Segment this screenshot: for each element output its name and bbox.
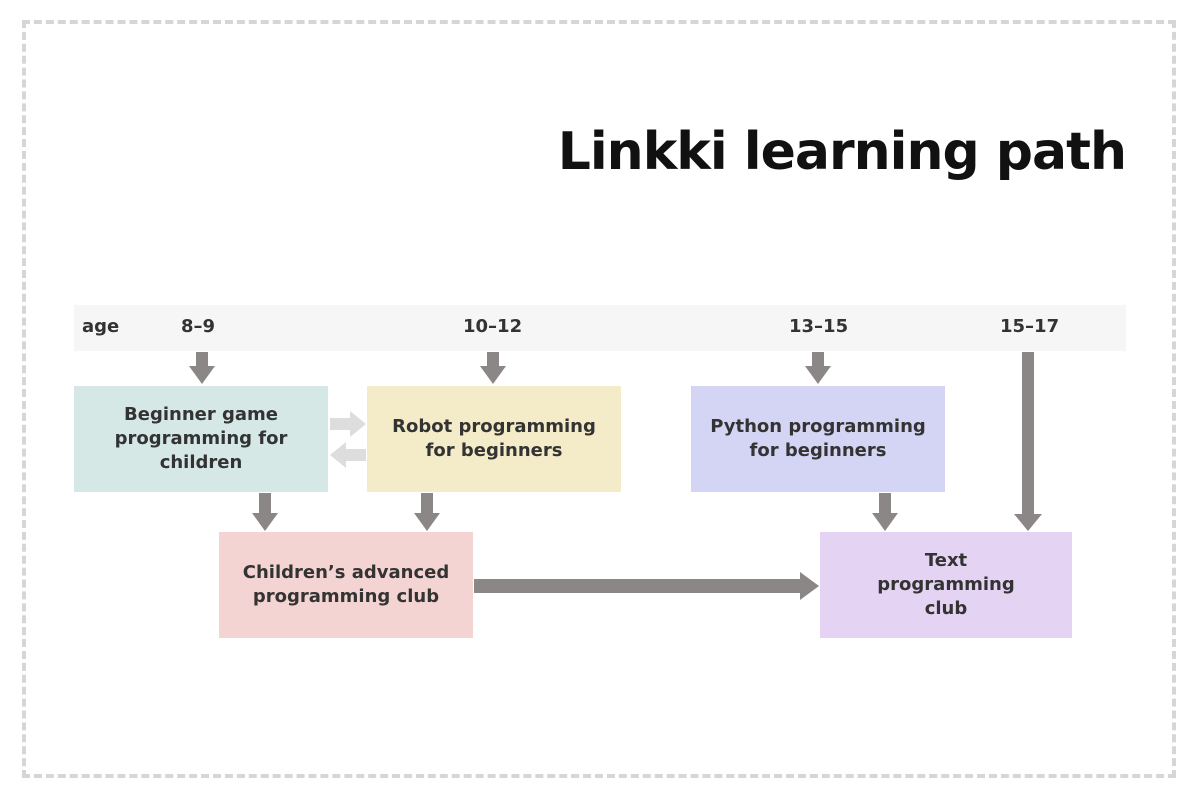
node-python-programming: Python programming for beginners (691, 386, 945, 492)
dashed-frame (22, 20, 1176, 778)
node-python-label: Python programming for beginners (710, 416, 926, 461)
age-13-15-label: 13–15 (789, 316, 849, 337)
age-bar (74, 305, 1126, 351)
node-childrens-advanced-club: Children’s advanced programming club (219, 532, 473, 638)
age-axis-label: age (82, 316, 120, 337)
age-10-12-label: 10–12 (463, 316, 523, 337)
node-childrens-advanced-label: Children’s advanced programming club (242, 562, 450, 607)
node-text-club-label: Text programming club (877, 550, 1015, 619)
node-robot-label: Robot programming for beginners (392, 416, 596, 461)
node-beginner-game-label: Beginner game programming for children (114, 404, 288, 473)
node-beginner-game-programming: Beginner game programming for children (74, 386, 328, 492)
page-title: Linkki learning path (557, 122, 1127, 182)
node-robot-programming: Robot programming for beginners (367, 386, 621, 492)
node-text-programming-club: Text programming club (820, 532, 1072, 638)
age-15-17-label: 15–17 (1000, 316, 1060, 337)
age-8-9-label: 8–9 (181, 316, 216, 337)
